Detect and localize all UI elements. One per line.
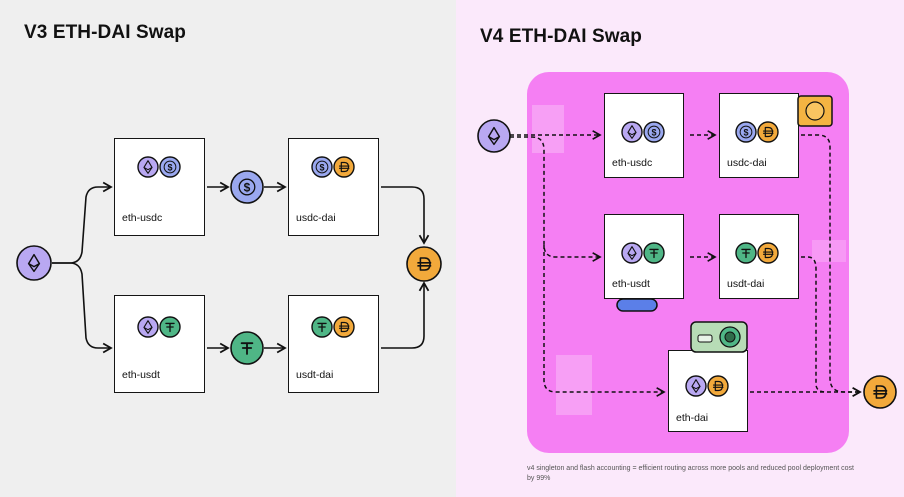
v3-pool-card-eth-usdc: eth-usdc [114,138,205,236]
hook-speaker-icon [690,321,748,353]
v4-usdc-dai-tokens [735,121,779,143]
pool-label: eth-usdt [122,369,160,381]
pool-label: eth-usdt [612,278,650,290]
v4-eth-usdt-tokens [621,242,665,264]
v4-pool-card-eth-dai: eth-dai [668,350,748,432]
pool-label: usdt-dai [296,369,334,381]
hook-sun-icon [797,95,833,127]
v4-pool-card-usdt-dai: usdt-dai [719,214,799,299]
v4-title: V4 ETH-DAI Swap [480,26,642,47]
v3-pool-card-eth-usdt: eth-usdt [114,295,205,393]
pool-label: eth-usdc [122,212,163,224]
pool-label: usdc-dai [727,157,767,169]
v3-usdt-intermediate-token [230,331,264,365]
v4-eth-input-token [477,119,511,153]
hook-pill-icon [616,298,658,312]
v3-pool-card-usdc-dai: usdc-dai [288,138,379,236]
v3-eth-usdc-tokens [137,156,181,178]
v4-usdt-dai-tokens [735,242,779,264]
v4-eth-usdc-tokens [621,121,665,143]
v3-usdt-dai-tokens [311,316,355,338]
pool-label: usdt-dai [727,278,765,290]
v3-pool-card-usdt-dai: usdt-dai [288,295,379,393]
v3-usdc-intermediate-token [230,170,264,204]
pool-label: eth-dai [676,412,709,424]
pool-label: usdc-dai [296,212,336,224]
v3-panel [0,0,456,497]
v3-title: V3 ETH-DAI Swap [24,22,186,43]
v3-usdc-dai-tokens [311,156,355,178]
pool-label: eth-usdc [612,157,653,169]
v4-dai-output-token [863,375,897,409]
v4-eth-dai-tokens [685,375,729,397]
v3-eth-usdt-tokens [137,316,181,338]
v3-dai-output-token [406,246,442,282]
v3-eth-input-token [16,245,52,281]
v4-caption: v4 singleton and flash accounting = effi… [527,465,854,482]
